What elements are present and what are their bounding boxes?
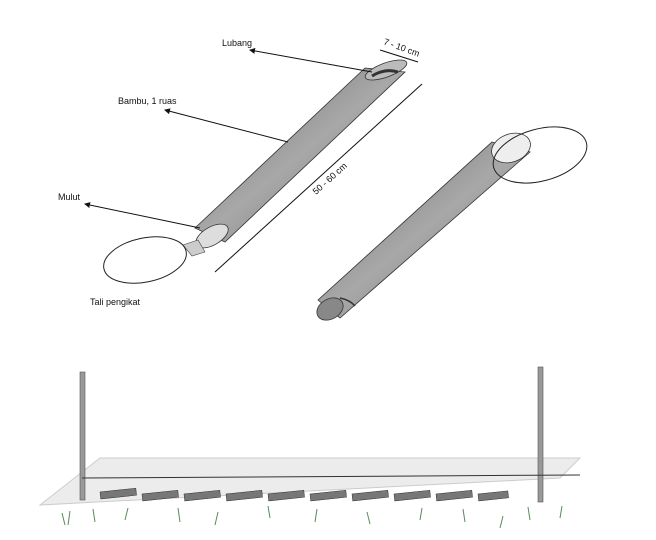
bamboo-tube-left bbox=[103, 59, 408, 284]
field-scene bbox=[38, 366, 582, 529]
label-diameter: 7 - 10 cm bbox=[382, 36, 421, 58]
grass bbox=[61, 505, 563, 529]
left-pole bbox=[79, 371, 86, 501]
label-bamboo: Bambu, 1 ruas bbox=[118, 96, 177, 106]
bamboo-tube-right bbox=[316, 126, 588, 321]
trap-row bbox=[99, 487, 509, 502]
label-rope: Tali pengikat bbox=[90, 297, 141, 307]
label-length: 50 - 60 cm bbox=[311, 161, 349, 197]
label-hole: Lubang bbox=[222, 38, 252, 48]
label-mouth: Mulut bbox=[58, 192, 81, 202]
right-pole bbox=[537, 366, 544, 503]
